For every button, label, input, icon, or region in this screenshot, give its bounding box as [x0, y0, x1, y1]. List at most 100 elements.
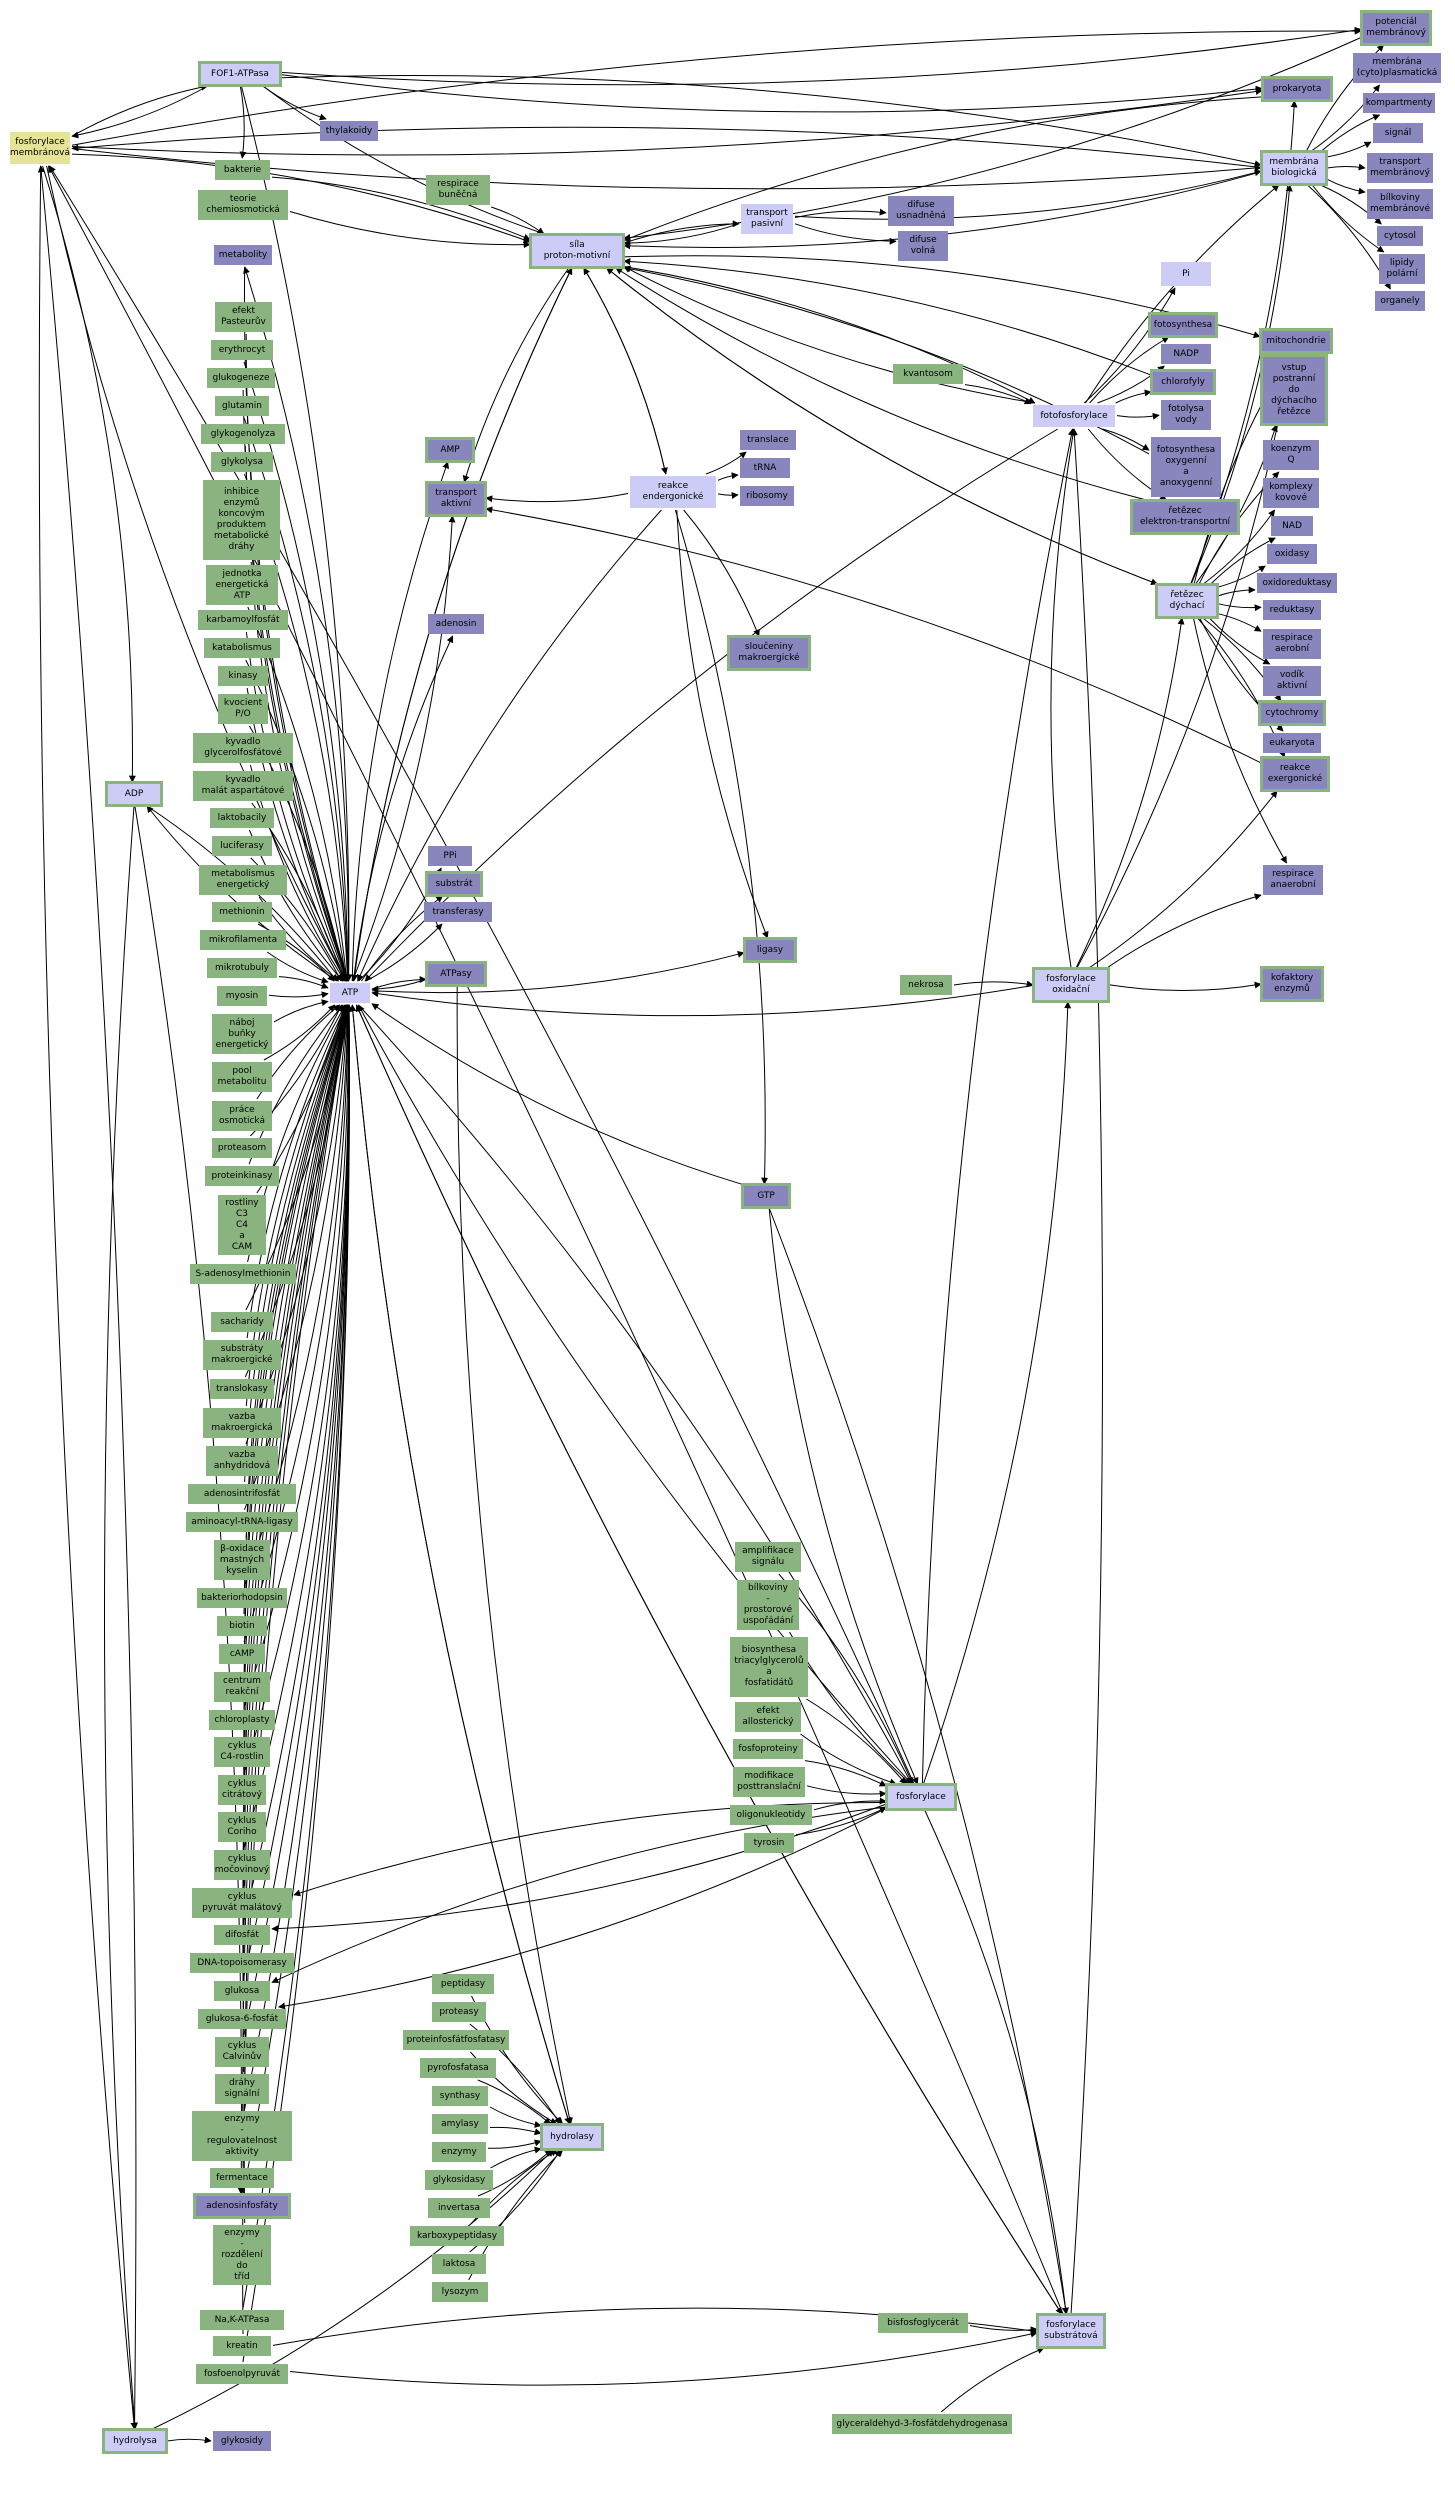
- node-label: cyklus citrátový: [222, 1779, 262, 1800]
- node-cen: centrum reakční: [214, 1672, 270, 1702]
- node-kfe: kofaktory enzymů: [1263, 969, 1321, 999]
- node-met: metabolity: [214, 245, 272, 265]
- edge-fof-bak: [239, 85, 247, 159]
- node-label: teorie chemiosmotická: [206, 194, 280, 215]
- node-gks: glykosidasy: [425, 2170, 493, 2190]
- node-label: fosforylace substrátová: [1044, 2320, 1098, 2341]
- node-label: kompartmenty: [1365, 97, 1433, 108]
- node-kva: kvantosom: [893, 364, 963, 384]
- node-atp: ATP: [330, 983, 370, 1003]
- edge-ren-trn: [705, 451, 747, 475]
- edge-fm-hyl: [38, 165, 138, 2430]
- node-label: fotosynthesa oxygenní a anoxygenní: [1156, 445, 1216, 488]
- node-mit: mitochondrie: [1262, 331, 1330, 351]
- node-ren: reakce endergonické: [630, 476, 716, 508]
- node-label: myosin: [225, 990, 259, 1001]
- node-label: oxidoreduktasy: [1262, 577, 1332, 588]
- node-tpa: transport pasivní: [741, 204, 793, 234]
- node-label: karboxypeptidasy: [416, 2230, 498, 2241]
- node-label: potenciál membránový: [1366, 17, 1426, 38]
- node-fep: fosfoenolpyruvát: [196, 2364, 288, 2384]
- node-ery: erythrocyt: [211, 340, 273, 360]
- node-prt: proteasy: [432, 2002, 486, 2022]
- node-label: synthasy: [439, 2090, 481, 2101]
- node-label: komplexy kovové: [1269, 482, 1313, 503]
- node-inv: invertasa: [428, 2198, 490, 2218]
- node-label: kvocient P/O: [223, 698, 263, 719]
- node-nek: nekrosa: [900, 975, 952, 995]
- node-label: mikrotubuly: [215, 962, 269, 973]
- node-dif: difosfát: [214, 1925, 270, 1945]
- node-label: enzymy: [441, 2146, 477, 2157]
- edge-gtp-fsu: [768, 1207, 1069, 2315]
- node-oxi: oxidasy: [1267, 544, 1317, 564]
- edge-fof-pro: [280, 74, 1263, 113]
- node-label: proteasom: [217, 1142, 267, 1153]
- node-fox2: fosforylace oxidační: [1035, 970, 1107, 1000]
- node-label: cyklus Coriho: [227, 1816, 257, 1837]
- edge-ren-rib: [717, 492, 739, 499]
- node-ppf: proteinfosfátfosfatasy: [403, 2030, 509, 2050]
- node-label: glykolysa: [221, 456, 263, 467]
- node-label: hydrolysa: [113, 2435, 157, 2446]
- node-vod: vodík aktivní: [1263, 666, 1321, 696]
- node-ade: adenosin: [428, 614, 484, 634]
- node-lip: lipidy polární: [1379, 254, 1425, 284]
- node-rib: ribosomy: [740, 486, 794, 506]
- edge-rex-tra: [485, 506, 1262, 764]
- node-efa: efekt allosterický: [735, 1702, 801, 1732]
- node-kvm: kyvadlo malát aspartátové: [193, 771, 293, 801]
- edge-rdy-red: [1217, 603, 1262, 612]
- node-label: oxidasy: [1274, 548, 1310, 559]
- node-inh: inhibice enzymů koncovým produktem metab…: [203, 480, 280, 560]
- edge-atp-lig: [371, 950, 745, 994]
- edge-fep-atp: [242, 1004, 353, 2363]
- node-label: difuse usnadněná: [896, 200, 946, 221]
- node-nadp: NADP: [1161, 344, 1211, 364]
- node-label: PPi: [443, 850, 457, 861]
- node-label: laktobacily: [217, 812, 267, 823]
- node-glc: glukosa: [214, 1981, 270, 2001]
- node-label: reduktasy: [1269, 604, 1315, 615]
- edge-fm-atp: [46, 165, 347, 982]
- node-label: DNA-topoisomerasy: [197, 1957, 287, 1968]
- edge-fos-fff: [921, 428, 1075, 1785]
- edge-gld-fsu: [940, 2347, 1045, 2413]
- node-label: thylakoidy: [325, 125, 373, 136]
- node-sil: síla proton-motivní: [532, 236, 622, 266]
- node-bpr: bílkoviny - prostorové uspořádání: [737, 1580, 799, 1630]
- node-box: β-oxidace mastných kyselin: [214, 1540, 270, 1580]
- node-bil: bílkoviny membránové: [1367, 189, 1433, 219]
- node-label: fosfoenolpyruvát: [203, 2368, 281, 2379]
- node-tra: transport aktivní: [428, 484, 484, 514]
- node-label: laktosa: [442, 2258, 476, 2269]
- edge-inv-hyd: [477, 2149, 552, 2197]
- edge-fof-thy: [262, 85, 327, 121]
- node-label: glykosidy: [220, 2435, 264, 2446]
- edge-tyr-fos: [795, 1807, 887, 1836]
- node-mth: methionin: [212, 902, 272, 922]
- edge-fos-fsu: [924, 1809, 1069, 2315]
- node-label: cAMP: [229, 1648, 255, 1659]
- node-label: vazba makroergická: [211, 1412, 273, 1433]
- node-label: β-oxidace mastných kyselin: [219, 1543, 265, 1576]
- edge-hyl-glo: [166, 2436, 212, 2444]
- node-label: kyvadlo malát aspartátové: [201, 775, 285, 796]
- node-fox: fotosynthesa oxygenní a anoxygenní: [1151, 437, 1221, 497]
- node-rex: reakce exergonické: [1263, 759, 1327, 789]
- node-pep: peptidasy: [432, 1974, 494, 1994]
- edge-atp-fos: [358, 1004, 913, 1785]
- edge-ret-sil: [615, 267, 1147, 501]
- node-label: vazba anhydridová: [213, 1450, 271, 1471]
- node-vst: vstup postranní do dýchacího řetězce: [1263, 357, 1325, 423]
- node-label: organely: [1380, 295, 1420, 306]
- node-glo: glykosidy: [213, 2431, 271, 2451]
- node-ros: rostliny C3 C4 a CAM: [218, 1195, 266, 1255]
- node-label: rostliny C3 C4 a CAM: [225, 1197, 259, 1252]
- node-fvo: fotolysa vody: [1161, 400, 1211, 430]
- edge-mbi-lip: [1311, 184, 1385, 253]
- edge-rdy-mbi: [1190, 184, 1293, 585]
- node-syn: synthasy: [432, 2086, 488, 2106]
- node-label: bakteriorhodopsin: [201, 1592, 283, 1603]
- node-label: tRNA: [753, 462, 777, 473]
